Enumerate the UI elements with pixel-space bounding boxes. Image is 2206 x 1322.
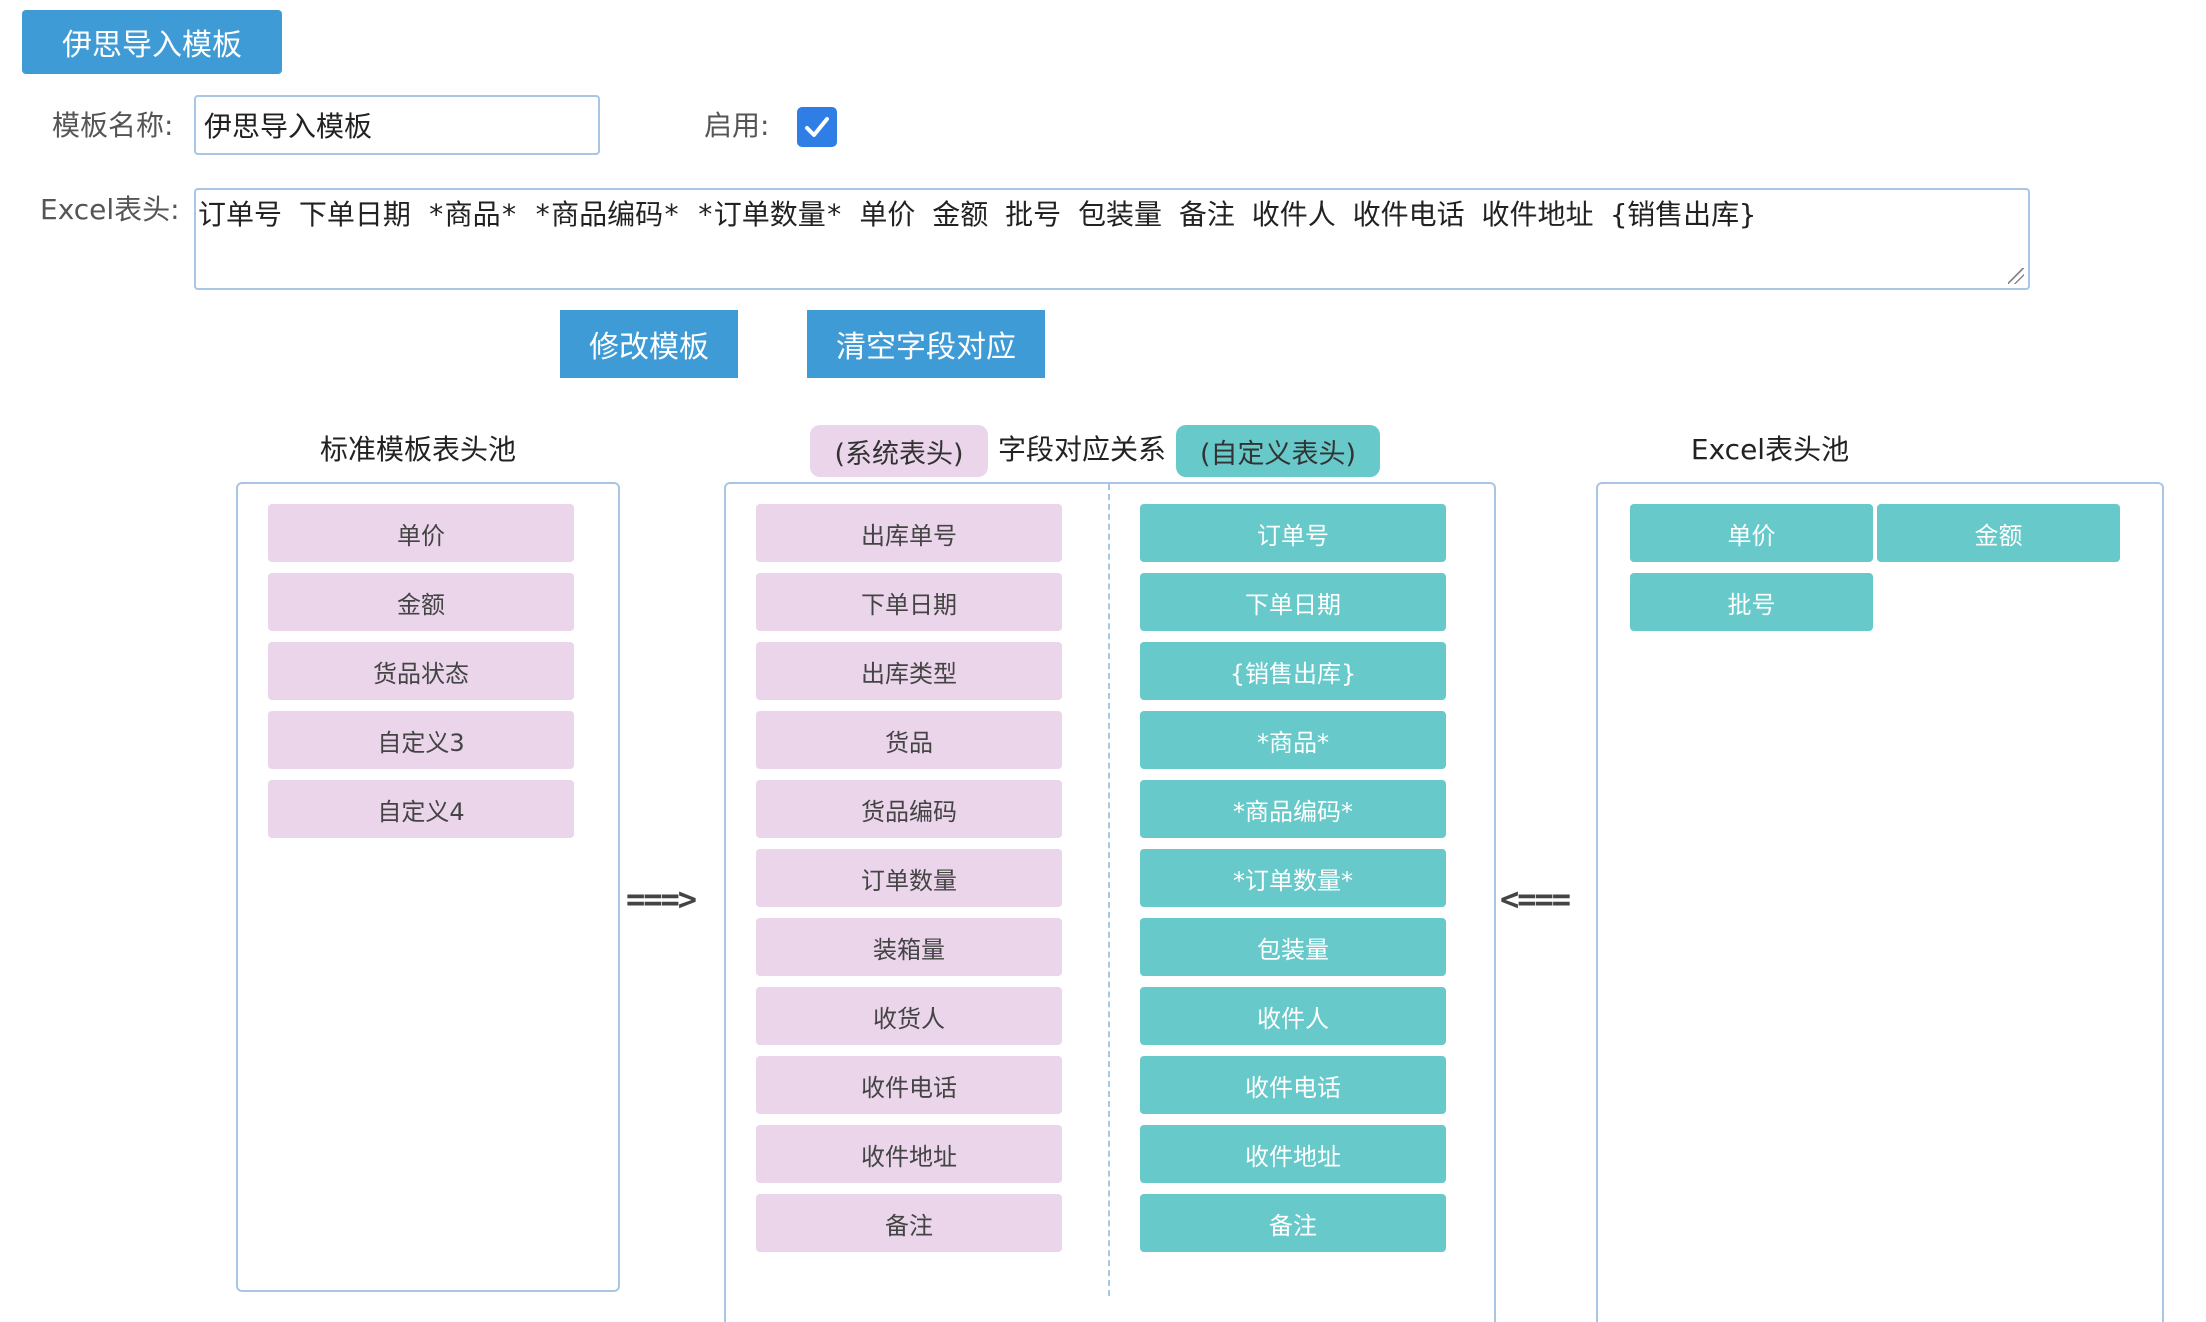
system-header-tag: (系统表头)	[810, 425, 988, 477]
system-field-item[interactable]: 收件电话	[756, 1056, 1062, 1114]
excel-pool-panel: 单价 金额 批号	[1596, 482, 2164, 1322]
custom-field-item[interactable]: 收件人	[1140, 987, 1446, 1045]
custom-field-item[interactable]: 订单号	[1140, 504, 1446, 562]
mapping-title: 字段对应关系	[997, 433, 1166, 466]
checkmark-icon	[805, 117, 829, 137]
template-name-input[interactable]: 伊思导入模板	[194, 95, 600, 155]
custom-header-tag: (自定义表头)	[1176, 425, 1380, 477]
enable-label: 启用:	[704, 109, 770, 142]
standard-pool-item[interactable]: 自定义3	[268, 711, 574, 769]
system-field-item[interactable]: 货品	[756, 711, 1062, 769]
system-field-item[interactable]: 下单日期	[756, 573, 1062, 631]
excel-header-text: 订单号 下单日期 *商品* *商品编码* *订单数量* 单价 金额 批号 包装量…	[198, 198, 1757, 231]
custom-field-item[interactable]: *商品编码*	[1140, 780, 1446, 838]
modify-template-button[interactable]: 修改模板	[560, 310, 738, 378]
standard-pool-item[interactable]: 自定义4	[268, 780, 574, 838]
custom-field-item[interactable]: *订单数量*	[1140, 849, 1446, 907]
standard-pool-title: 标准模板表头池	[319, 433, 516, 466]
system-field-item[interactable]: 收货人	[756, 987, 1062, 1045]
clear-mapping-button[interactable]: 清空字段对应	[807, 310, 1045, 378]
mapping-panel: 出库单号 下单日期 出库类型 货品 货品编码 订单数量 装箱量 收货人 收件电话…	[724, 482, 1496, 1322]
system-field-item[interactable]: 货品编码	[756, 780, 1062, 838]
system-field-item[interactable]: 备注	[756, 1194, 1062, 1252]
system-field-item[interactable]: 订单数量	[756, 849, 1062, 907]
standard-pool-item[interactable]: 单价	[268, 504, 574, 562]
resize-handle-icon[interactable]	[2008, 268, 2024, 284]
custom-field-item[interactable]: 包装量	[1140, 918, 1446, 976]
custom-field-item[interactable]: *商品*	[1140, 711, 1446, 769]
arrow-left-icon: <===	[1500, 880, 1571, 918]
excel-header-textarea[interactable]: 订单号 下单日期 *商品* *商品编码* *订单数量* 单价 金额 批号 包装量…	[194, 188, 2030, 290]
system-field-item[interactable]: 装箱量	[756, 918, 1062, 976]
standard-pool-panel: 单价 金额 货品状态 自定义3 自定义4	[236, 482, 620, 1292]
system-field-item[interactable]: 出库单号	[756, 504, 1062, 562]
excel-pool-title: Excel表头池	[1690, 433, 1850, 466]
custom-field-item[interactable]: {销售出库}	[1140, 642, 1446, 700]
excel-pool-item[interactable]: 金额	[1877, 504, 2120, 562]
standard-pool-item[interactable]: 金额	[268, 573, 574, 631]
mapping-divider	[1108, 484, 1110, 1296]
enable-checkbox[interactable]	[797, 107, 837, 147]
custom-field-item[interactable]: 下单日期	[1140, 573, 1446, 631]
template-title-button[interactable]: 伊思导入模板	[22, 10, 282, 74]
template-name-label: 模板名称:	[52, 109, 174, 142]
standard-pool-item[interactable]: 货品状态	[268, 642, 574, 700]
system-field-item[interactable]: 出库类型	[756, 642, 1062, 700]
custom-field-item[interactable]: 收件电话	[1140, 1056, 1446, 1114]
excel-pool-item[interactable]: 批号	[1630, 573, 1873, 631]
custom-field-item[interactable]: 备注	[1140, 1194, 1446, 1252]
system-field-item[interactable]: 收件地址	[756, 1125, 1062, 1183]
excel-header-label: Excel表头:	[40, 193, 180, 226]
excel-pool-item[interactable]: 单价	[1630, 504, 1873, 562]
custom-field-item[interactable]: 收件地址	[1140, 1125, 1446, 1183]
arrow-right-icon: ===>	[626, 880, 697, 918]
